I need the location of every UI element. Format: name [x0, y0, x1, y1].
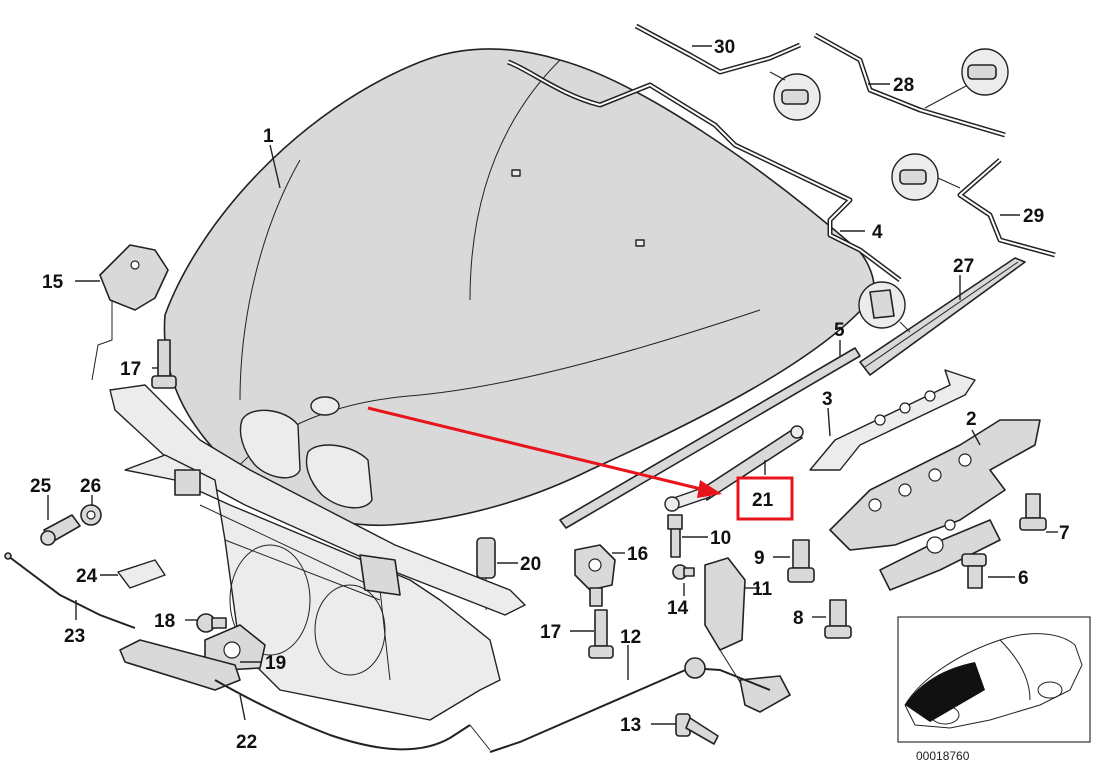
bolt-17-lower: [588, 609, 614, 659]
bolt-17-upper: [151, 339, 177, 389]
callout-24: 24: [76, 566, 98, 587]
bolt-9: [787, 539, 815, 583]
callout-9: 9: [754, 548, 765, 569]
callout-6: 6: [1018, 568, 1029, 589]
callout-8: 8: [793, 608, 804, 629]
callout-17-upper: 17: [120, 359, 141, 380]
vehicle-location-inset: [897, 616, 1091, 743]
callout-10: 10: [710, 528, 731, 549]
callout-16: 16: [627, 544, 648, 565]
callout-5: 5: [834, 320, 845, 341]
hood-panel: [163, 48, 875, 527]
callout-17-lower: 17: [540, 622, 561, 643]
bolt-13: [675, 713, 719, 745]
bracket-15: [91, 244, 169, 381]
callout-11: 11: [752, 579, 773, 600]
nut-26: [80, 504, 102, 526]
callout-1: 1: [263, 126, 274, 147]
callout-15: 15: [42, 272, 64, 293]
cover-24: [117, 559, 166, 589]
callout-29: 29: [1023, 206, 1044, 227]
bolt-18: [196, 613, 227, 633]
callout-7: 7: [1059, 523, 1070, 544]
seal-30: [634, 23, 821, 121]
buffer-16: [574, 544, 616, 607]
callout-25: 25: [30, 476, 52, 497]
callout-23: 23: [64, 626, 85, 647]
hinge-plate-3: [809, 369, 976, 471]
bolt-6: [961, 553, 987, 589]
callout-21: 21: [752, 490, 774, 511]
cable-23: [4, 552, 136, 629]
seal-4: [507, 59, 902, 282]
rod-5: [559, 347, 861, 529]
highlight-arrow: [367, 406, 706, 492]
front-support-panel: [109, 384, 526, 721]
seal-28: [813, 32, 1009, 138]
callout-27: 27: [953, 256, 974, 277]
callout-20: 20: [520, 554, 541, 575]
hinge-2: [829, 419, 1041, 591]
callout-4: 4: [872, 222, 883, 243]
release-cable-12: [489, 657, 771, 753]
leader-lines: [47, 45, 1058, 725]
callout-12: 12: [620, 627, 641, 648]
callout-30: 30: [714, 37, 735, 58]
hood-lock-11: [704, 557, 791, 713]
callout-3: 3: [822, 389, 833, 410]
seal-27: [858, 257, 1026, 376]
seal-29: [891, 153, 1056, 258]
bolt-14: [672, 564, 695, 580]
callout-13: 13: [620, 715, 641, 736]
highlight-box: [736, 476, 794, 521]
callout-19: 19: [265, 653, 286, 674]
callout-2: 2: [966, 409, 977, 430]
bolt-25: [40, 514, 81, 546]
callout-22: 22: [236, 732, 257, 753]
cable-22: [119, 639, 491, 751]
callout-28: 28: [893, 75, 914, 96]
bolt-8: [824, 599, 852, 639]
callout-labels: 1 2 3 4 5 6 7 8 9 10 11 12 13 14 15 16 1…: [30, 37, 1070, 753]
callout-14: 14: [667, 598, 689, 619]
highlight-arrow-head: [697, 480, 722, 498]
bolt-7: [1019, 493, 1047, 531]
reference-number: 00018760: [916, 749, 970, 763]
callout-26: 26: [80, 476, 101, 497]
bolt-10: [667, 514, 683, 558]
callout-18: 18: [154, 611, 175, 632]
highlight-annotation: 21: [367, 406, 794, 521]
